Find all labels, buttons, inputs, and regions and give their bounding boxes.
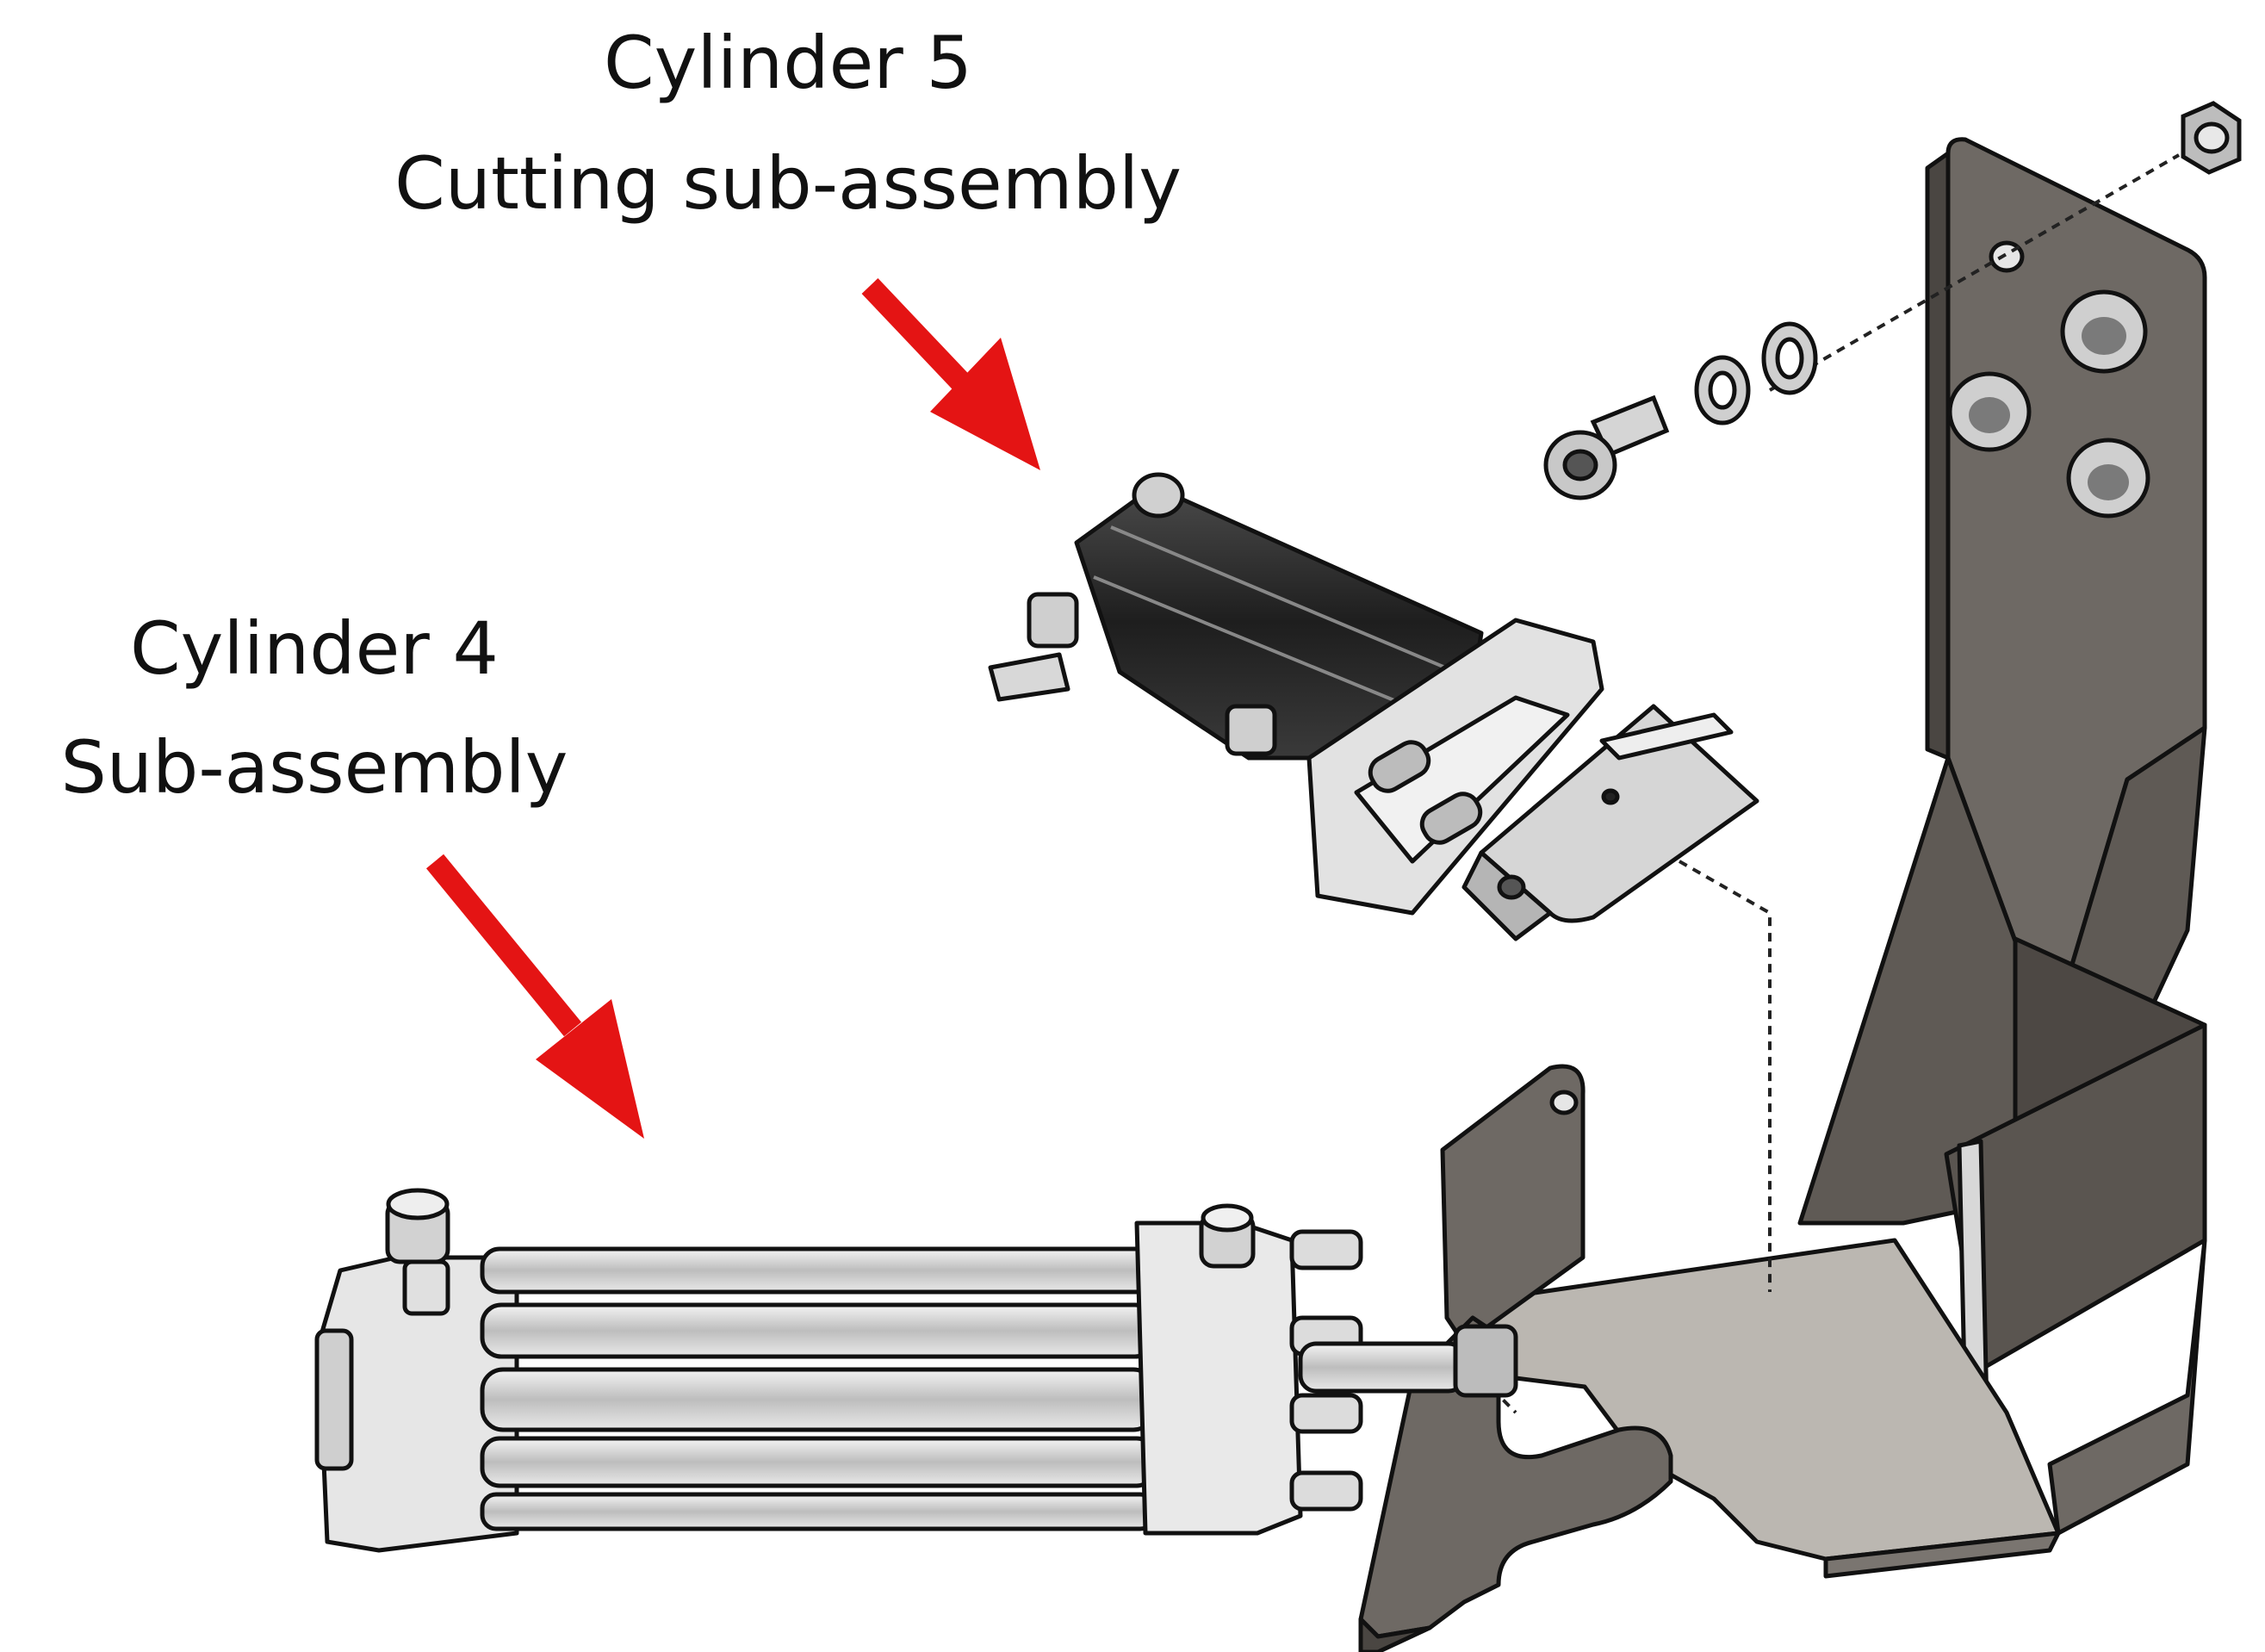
cylinder4-title: Cylinder 4 [130, 606, 499, 691]
cylinder5-label: Cylinder 5 Cutting sub-assembly [394, 21, 1182, 226]
cylinder4-subtitle: Sub-assembly [60, 725, 568, 810]
cylinder5-arrow [861, 278, 1040, 470]
mounting-bracket [1358, 137, 2207, 1652]
cylinder5-title: Cylinder 5 [604, 21, 972, 105]
cylinder4-arrow [425, 854, 644, 1139]
cylinder5-subtitle: Cutting sub-assembly [394, 141, 1182, 226]
cylinder4-subassembly [314, 1188, 1518, 1553]
cylinder4-label: Cylinder 4 Sub-assembly [60, 606, 568, 810]
fasteners [1543, 101, 2242, 500]
cylinder5-subassembly [988, 472, 1759, 941]
